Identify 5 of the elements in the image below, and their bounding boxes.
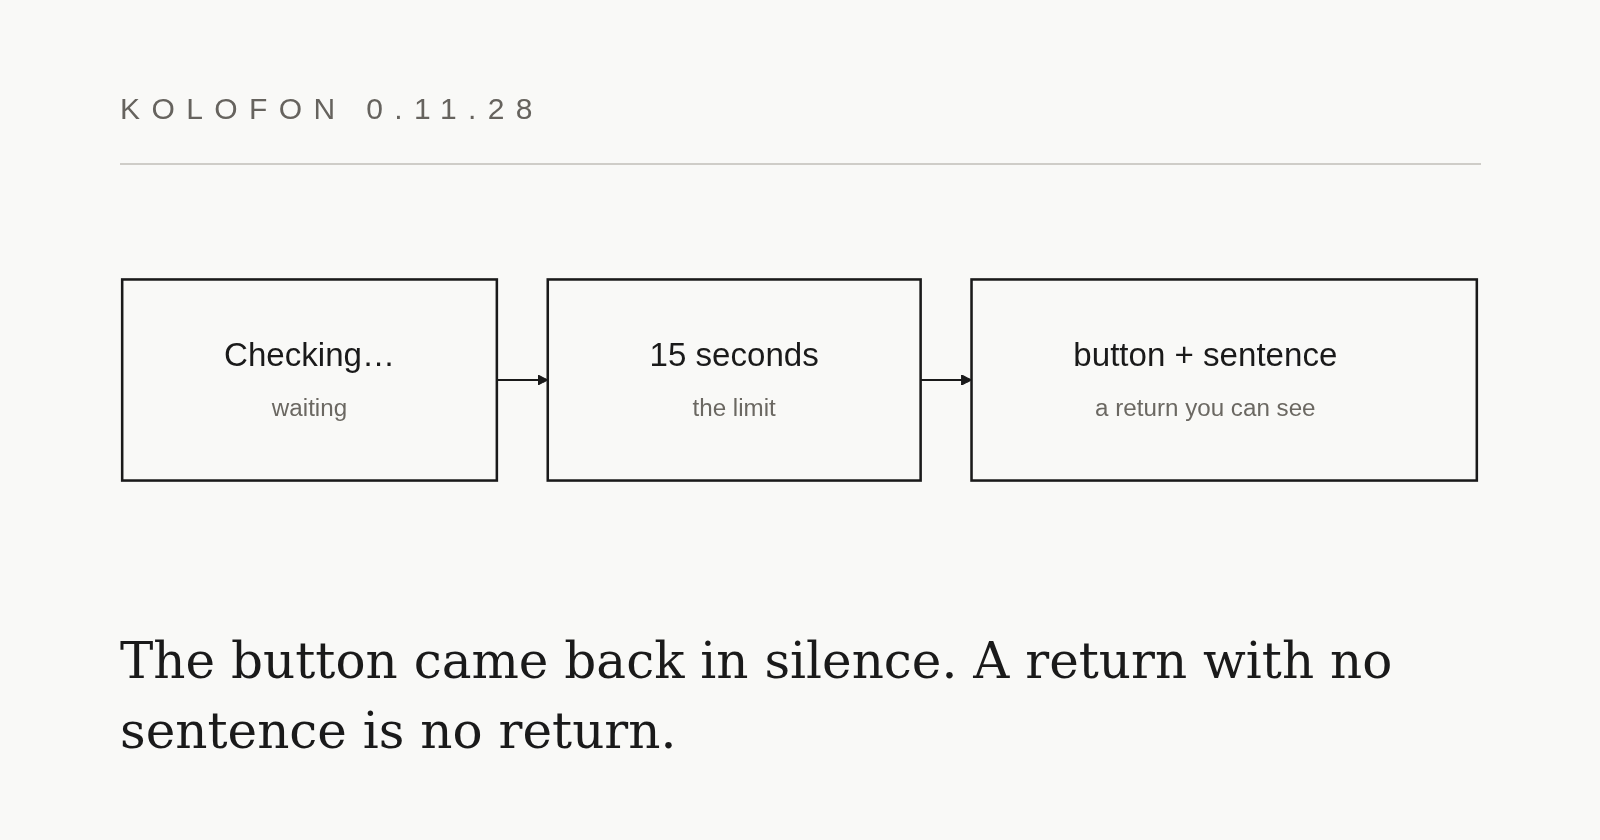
node-box: button + sentence a return you can see <box>970 278 1479 482</box>
caption: The button came back in silence. A return with no sentence is no return. <box>120 631 1394 762</box>
node-box: 15 seconds the limit <box>546 278 922 482</box>
node-box: Checking… waiting <box>120 278 499 482</box>
title: KOLOFON 0.11.28 <box>120 92 544 126</box>
